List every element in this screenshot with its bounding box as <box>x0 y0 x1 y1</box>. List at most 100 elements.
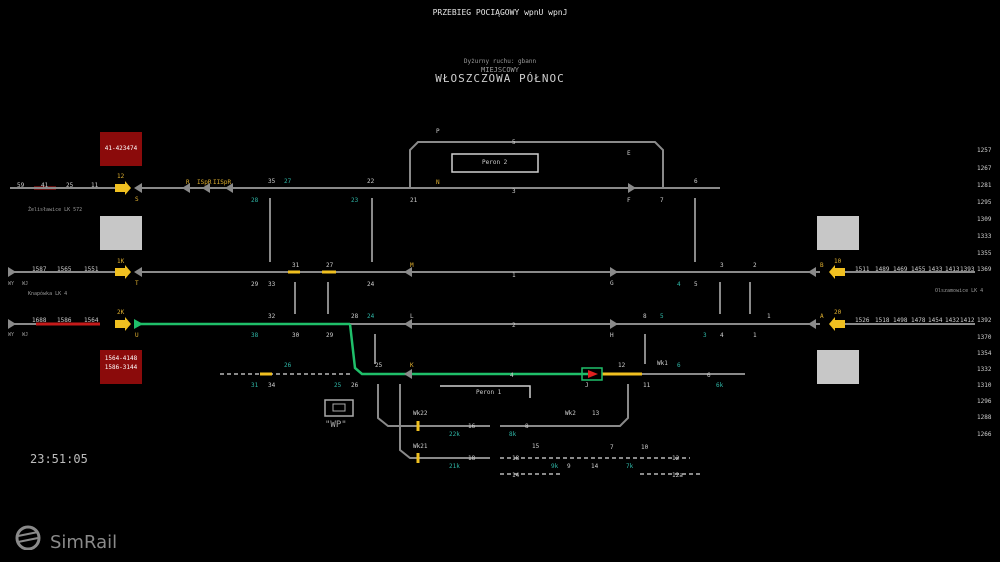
signal-ispr[interactable]: ISpR <box>197 179 212 186</box>
switch-label[interactable]: 6 <box>677 362 681 369</box>
signal-20-arrow <box>829 317 845 331</box>
switch-label[interactable]: 1 <box>753 332 757 339</box>
track-label-1: 1 <box>512 272 516 279</box>
train-info-bottom[interactable]: 1564-4148 1586-3144 <box>100 350 142 384</box>
empty-box-left[interactable] <box>100 216 142 250</box>
switch-label[interactable]: 29 <box>251 281 259 288</box>
signal-f[interactable]: F <box>627 197 631 204</box>
switch-label[interactable]: 2 <box>753 262 757 269</box>
signal-e[interactable]: E <box>627 150 631 157</box>
signal-m[interactable]: M <box>410 262 414 269</box>
switch-label[interactable]: 27 <box>284 178 292 185</box>
switch-label[interactable]: 22 <box>367 178 375 185</box>
switch-label[interactable]: 5 <box>660 313 664 320</box>
switch-label[interactable]: 4 <box>720 332 724 339</box>
signal-2k-label[interactable]: 2K <box>117 309 125 316</box>
empty-box-right-bottom[interactable] <box>817 350 859 384</box>
signal-1k-label[interactable]: 1K <box>117 258 125 265</box>
signal-iispr[interactable]: IISpR <box>213 179 232 186</box>
switch-label[interactable]: 29 <box>326 332 334 339</box>
switch-label[interactable]: 26 <box>351 382 359 389</box>
track-label-13: 13 <box>592 410 600 417</box>
control-mode: MIEJSCOWY <box>481 66 519 74</box>
switch-label[interactable]: 5 <box>694 281 698 288</box>
switch-label[interactable]: 35 <box>268 178 276 185</box>
switch-label[interactable]: 33 <box>268 281 276 288</box>
block-label: 1688 <box>32 317 47 324</box>
track-label-5: 5 <box>512 139 516 146</box>
switch-label[interactable]: 34 <box>268 382 276 389</box>
siding-16 <box>377 384 490 427</box>
signal-k[interactable]: K <box>410 362 414 369</box>
switch-label[interactable]: 8k <box>509 431 517 438</box>
platform-1-label: Peron 1 <box>476 389 502 396</box>
switch-label[interactable]: 32 <box>268 313 276 320</box>
train-info-top[interactable]: 41-423474 <box>100 132 142 166</box>
switch-label[interactable]: 31 <box>292 262 300 269</box>
switch-label[interactable]: 21 <box>410 197 418 204</box>
track-label-15: 15 <box>532 443 540 450</box>
block-label: 11 <box>91 182 99 189</box>
signal-n[interactable]: N <box>436 179 440 186</box>
switch-label[interactable]: 25 <box>334 382 342 389</box>
switch-label[interactable]: 38 <box>251 332 259 339</box>
switch-label[interactable]: 25 <box>375 362 383 369</box>
switch-label[interactable]: 3 <box>703 332 707 339</box>
block-label: 1551 <box>84 266 99 273</box>
signal-10-label[interactable]: 10 <box>834 258 842 265</box>
scale-label: 1296 <box>977 398 992 405</box>
switch-label[interactable]: 6 <box>694 178 698 185</box>
scale-label: 1288 <box>977 414 992 421</box>
block-label: 1565 <box>57 266 72 273</box>
switch-label[interactable]: 23 <box>351 197 359 204</box>
signal-b[interactable]: B <box>820 262 824 269</box>
block-label: 1489 <box>875 266 890 273</box>
switch-label[interactable]: 6k <box>716 382 724 389</box>
block-label: 1511 <box>855 266 870 273</box>
switch-label[interactable]: 30 <box>292 332 300 339</box>
switch-label[interactable]: 7 <box>660 197 664 204</box>
signal-h[interactable]: H <box>610 332 614 339</box>
signal-12-label[interactable]: 12 <box>117 173 125 180</box>
signal-20-label[interactable]: 20 <box>834 309 842 316</box>
switch-label[interactable]: 31 <box>251 382 259 389</box>
switch-label[interactable]: 4 <box>677 281 681 288</box>
scale-label: 1266 <box>977 431 992 438</box>
signal-l[interactable]: L <box>410 313 414 320</box>
switch-label[interactable]: 7k <box>626 463 634 470</box>
block-label: 1393 <box>960 266 975 273</box>
switch-label[interactable]: 21k <box>449 463 460 470</box>
signal-wk1[interactable]: Wk1 <box>657 360 668 367</box>
platform-2-frame <box>451 153 539 173</box>
empty-box-right-top[interactable] <box>817 216 859 250</box>
signal-j[interactable]: J <box>585 382 589 389</box>
signal-p[interactable]: P <box>436 128 440 135</box>
switch-label[interactable]: 22k <box>449 431 460 438</box>
scale-label: 1295 <box>977 199 992 206</box>
switch-label[interactable]: 26 <box>284 362 292 369</box>
switch-label[interactable]: 24 <box>367 281 375 288</box>
signal-wk21[interactable]: Wk21 <box>413 443 428 450</box>
switch-label[interactable]: 11 <box>643 382 651 389</box>
switch-label[interactable]: 27 <box>326 262 334 269</box>
signal-s[interactable]: S <box>135 196 139 203</box>
signal-u[interactable]: U <box>135 332 139 339</box>
switch-label[interactable]: 9k <box>551 463 559 470</box>
signal-t[interactable]: T <box>135 280 139 287</box>
switch-label[interactable]: 24 <box>367 313 375 320</box>
signal-2k-arrow <box>115 317 131 331</box>
scale-label: 1369 <box>977 266 992 273</box>
switch-label[interactable]: 28 <box>251 197 259 204</box>
switch-label[interactable]: 1 <box>767 313 771 320</box>
signal-wy: WY <box>8 332 15 338</box>
signal-g[interactable]: G <box>610 280 614 287</box>
signal-wk2[interactable]: Wk2 <box>565 410 576 417</box>
switch-label[interactable]: 12 <box>618 362 626 369</box>
switch-label[interactable]: 3 <box>720 262 724 269</box>
signal-wk22[interactable]: Wk22 <box>413 410 428 417</box>
switch-label[interactable]: 28 <box>351 313 359 320</box>
switch-label[interactable]: 8 <box>643 313 647 320</box>
signal-a[interactable]: A <box>820 313 824 320</box>
train-number-2: 1586-3144 <box>104 364 138 371</box>
signal-r[interactable]: R <box>186 179 190 186</box>
